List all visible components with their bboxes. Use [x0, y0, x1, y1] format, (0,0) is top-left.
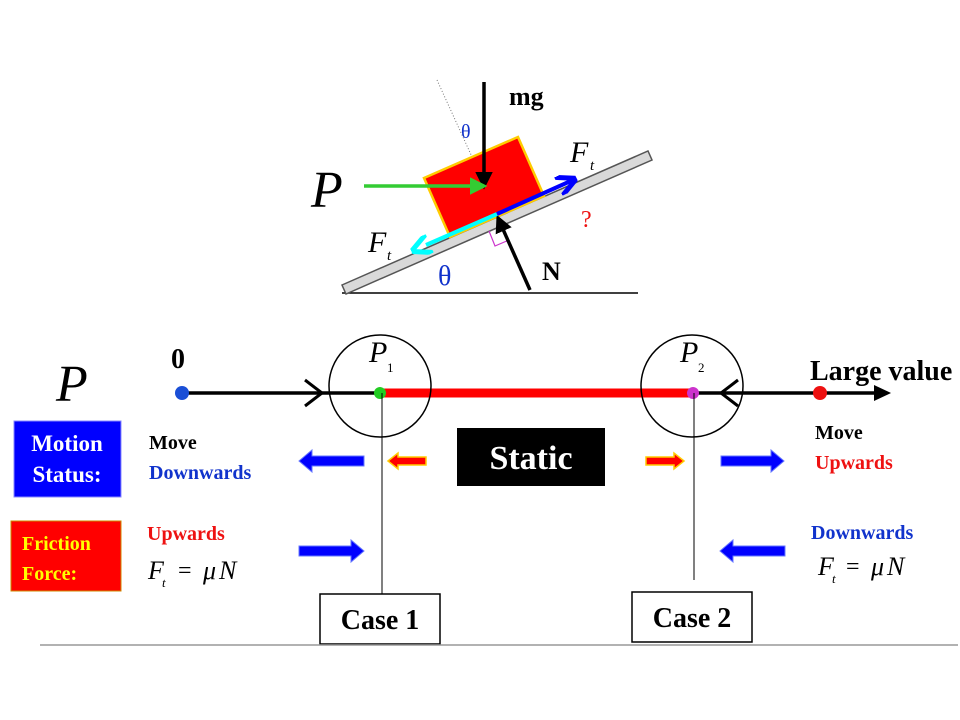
p1-label: P 1 [368, 336, 394, 375]
right-friction-arrow [719, 538, 786, 564]
axis-arrowhead [874, 385, 891, 401]
p1-main: P [368, 336, 387, 369]
friction-up-sub: t [590, 158, 595, 174]
case-2-label: Case 2 [653, 603, 732, 634]
left-motion-arrow [298, 448, 365, 474]
theta-top-label: θ [461, 121, 471, 143]
motion-status-line2: Status: [32, 462, 101, 487]
static-box-bg [457, 428, 605, 486]
friction-force-line2: Force: [22, 563, 77, 585]
right-motion-arrow [720, 448, 785, 474]
friction-down-main: F [367, 226, 387, 259]
p2-dot [687, 387, 699, 399]
p2-label: P 2 [679, 336, 705, 375]
p2-sub: 2 [698, 360, 705, 375]
normal-force-arrow [495, 214, 532, 291]
right-small-red-arrow [645, 451, 686, 471]
left-formula-n: N [218, 556, 238, 585]
friction-down-label: F t [367, 226, 392, 264]
left-friction-formula: F t = μ N [147, 556, 238, 590]
right-formula-n: N [886, 552, 906, 581]
left-formula-mu: μ [202, 556, 216, 585]
left-friction-direction: Upwards [147, 523, 225, 545]
p-force-label: P [310, 162, 343, 219]
right-approach-chevron [718, 378, 739, 408]
right-friction-direction: Downwards [811, 522, 913, 544]
right-formula-f: F [817, 552, 835, 581]
incline-diagram: mg θ P F t F t ? θ N [310, 79, 653, 295]
friction-force-bg [10, 520, 122, 592]
left-move-word: Move [149, 432, 197, 454]
friction-up-label: F t [569, 136, 595, 174]
p1-dot [374, 387, 386, 399]
p2-circle [640, 334, 744, 438]
static-label: Static [489, 440, 572, 477]
static-box: Static [457, 428, 605, 486]
large-value-label: Large value [810, 356, 952, 387]
right-friction-formula: F t = μ N [817, 552, 906, 586]
axis-variable-label: P [55, 356, 88, 413]
friction-force-line1: Friction [22, 533, 91, 555]
right-angle-marker [488, 230, 510, 247]
p-axis: P 0 P 1 P 2 Large value [55, 334, 952, 594]
right-move-word: Move [815, 422, 863, 444]
case-1-bg [319, 593, 441, 645]
right-move-direction: Upwards [815, 452, 893, 474]
friction-up-arrow [496, 180, 573, 216]
right-formula-eq: = [846, 554, 860, 580]
case-1-label: Case 1 [341, 605, 420, 636]
motion-arrows [298, 448, 786, 564]
case-2-box: Case 2 [631, 591, 753, 643]
left-approach-chevron [304, 378, 325, 408]
friction-down-arrow [426, 212, 498, 245]
case-2-bg [631, 591, 753, 643]
normal-reference-line [436, 79, 499, 215]
zero-label: 0 [171, 344, 185, 375]
left-formula-f: F [147, 556, 165, 585]
left-formula-eq: = [178, 558, 192, 584]
motion-status-line1: Motion [31, 431, 103, 456]
left-move-direction: Downwards [149, 462, 251, 484]
large-dot [813, 386, 827, 400]
p1-circle [328, 334, 432, 438]
unknown-label: ? [581, 207, 592, 233]
left-formula-sub: t [162, 575, 166, 590]
friction-down-sub: t [387, 248, 392, 264]
theta-base-label: θ [438, 261, 451, 292]
mg-label: mg [509, 82, 544, 111]
right-formula-sub: t [832, 571, 836, 586]
motion-status-bg [13, 420, 122, 498]
friction-up-main: F [569, 136, 589, 169]
motion-status-box: Motion Status: [13, 420, 122, 498]
p2-main: P [679, 336, 698, 369]
p1-sub: 1 [387, 360, 394, 375]
right-formula-mu: μ [870, 552, 884, 581]
left-friction-arrow [298, 538, 365, 564]
n-label: N [542, 257, 561, 286]
case-1-box: Case 1 [319, 593, 441, 645]
zero-dot [175, 386, 189, 400]
friction-force-box: Friction Force: [10, 520, 122, 592]
left-small-red-arrow [386, 451, 427, 471]
